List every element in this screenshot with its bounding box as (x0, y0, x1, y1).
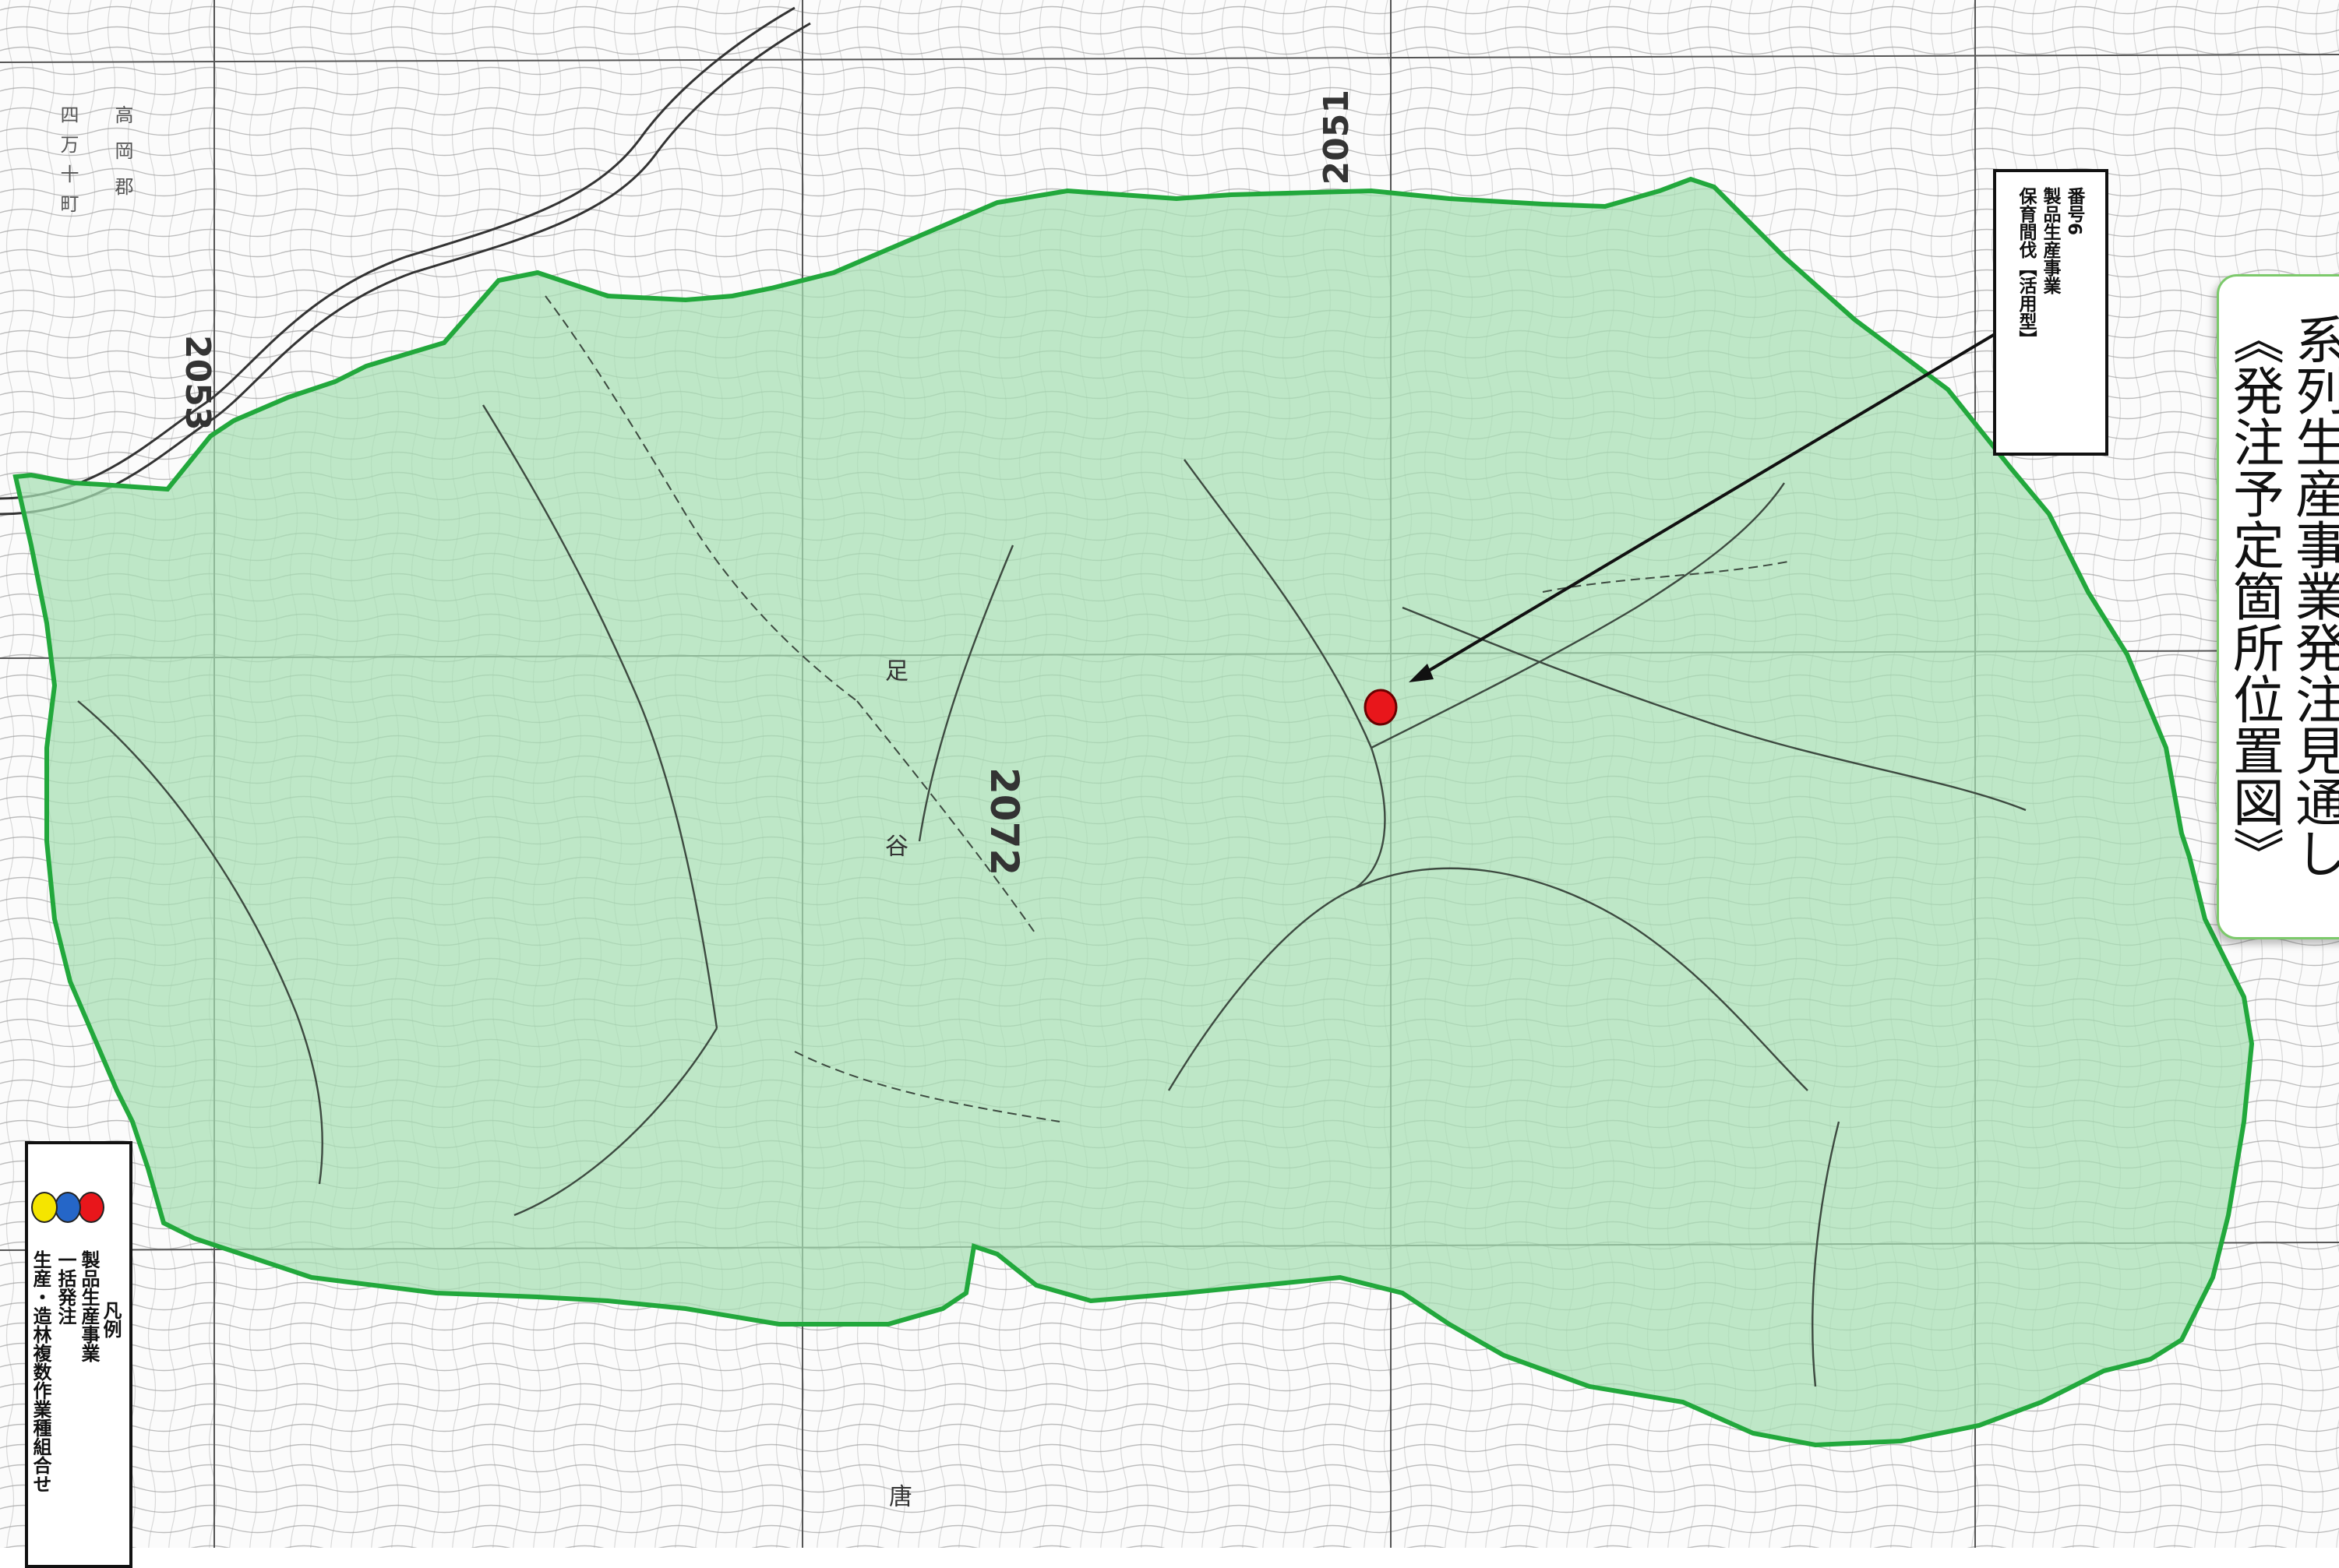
town-label: 四万十町 (57, 105, 79, 224)
place-name: 谷 (880, 833, 908, 857)
forest-area-polygon (12, 176, 2255, 1448)
road-line (0, 22, 811, 516)
legend-dot-yellow (31, 1192, 58, 1223)
compartment-label-2051: 2051 (1317, 90, 1356, 185)
legend-dot-red (78, 1192, 104, 1223)
callout-label-box (1993, 169, 2108, 456)
compartment-label-2072: 2072 (982, 767, 1027, 876)
title-panel (2217, 274, 2339, 939)
road-line (0, 6, 796, 500)
district-label: 高岡郡 (111, 105, 133, 213)
legend-dot-blue (55, 1192, 81, 1223)
trail-lines (545, 295, 1793, 1122)
callout-arrow (1426, 327, 2006, 673)
legend-item-2: 一括発注 (55, 1250, 76, 1325)
place-name: 足 (880, 658, 908, 682)
site-marker (1364, 689, 1398, 726)
callout-number: 番号6 (2064, 187, 2084, 236)
callout-project: 製品生産事業 (2040, 187, 2060, 294)
stream-lines (77, 404, 2027, 1387)
map-title: 系列生産事業発注見通し (2287, 313, 2339, 879)
callout-type: 保育間伐【活用型】 (2016, 187, 2036, 348)
compartment-label-2053: 2053 (178, 335, 217, 431)
legend-heading: 凡例 (100, 1301, 122, 1338)
arrow-head (1409, 664, 1434, 682)
map-subtitle: 《発注予定箇所位置図》 (2224, 313, 2284, 879)
legend-item-3: 生産・造林複数作業種組合せ (30, 1250, 51, 1493)
legend-item-1: 製品生産事業 (78, 1250, 100, 1362)
place-name: 唐 (884, 1484, 912, 1507)
